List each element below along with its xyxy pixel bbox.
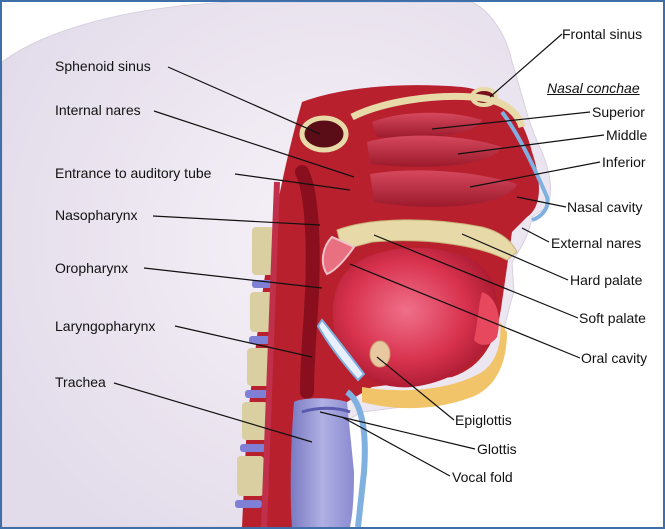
epiglottis-shape — [316, 318, 366, 382]
label-inferior: Inferior — [602, 154, 646, 170]
spine — [235, 181, 280, 527]
superior-concha — [372, 112, 482, 139]
vocal-fold-shape — [301, 406, 351, 414]
label-frontal-sinus: Frontal sinus — [562, 26, 643, 42]
label-vocal-fold: Vocal fold — [452, 469, 513, 485]
label-nasal-cavity: Nasal cavity — [567, 199, 643, 215]
inferior-concha — [370, 170, 517, 207]
label-sphenoid-sinus: Sphenoid sinus — [55, 58, 151, 74]
pharynx-airway — [295, 165, 320, 399]
label-oral-cavity: Oral cavity — [581, 350, 648, 366]
trachea-shape — [290, 398, 354, 527]
lower-lip — [474, 292, 499, 345]
label-middle: Middle — [606, 127, 648, 143]
nose-wall — [500, 110, 550, 222]
label-laryngopharynx: Laryngopharynx — [55, 318, 156, 334]
label-oropharynx: Oropharynx — [55, 260, 129, 276]
label-entrance-auditory-tube: Entrance to auditory tube — [55, 165, 212, 181]
nasal-roof — [350, 92, 526, 129]
hard-palate-shape — [336, 219, 518, 261]
soft-palate-shape — [321, 235, 356, 276]
label-internal-nares: Internal nares — [55, 102, 141, 118]
label-superior: Superior — [592, 104, 645, 120]
label-hard-palate: Hard palate — [570, 272, 643, 288]
larynx-front — [345, 389, 368, 527]
hyoid-bone — [369, 340, 391, 368]
label-trachea: Trachea — [55, 374, 106, 390]
label-glottis: Glottis — [477, 441, 517, 457]
label-soft-palate: Soft palate — [579, 310, 646, 326]
label-nasal-conchae: Nasal conchae — [547, 80, 640, 96]
jaw-tissue — [362, 322, 507, 409]
label-epiglottis: Epiglottis — [455, 412, 512, 428]
label-nasopharynx: Nasopharynx — [55, 207, 138, 223]
middle-concha — [367, 135, 502, 167]
label-external-nares: External nares — [551, 235, 642, 251]
sphenoid-sinus-shape — [299, 115, 349, 153]
leader-lines — [113, 33, 605, 477]
